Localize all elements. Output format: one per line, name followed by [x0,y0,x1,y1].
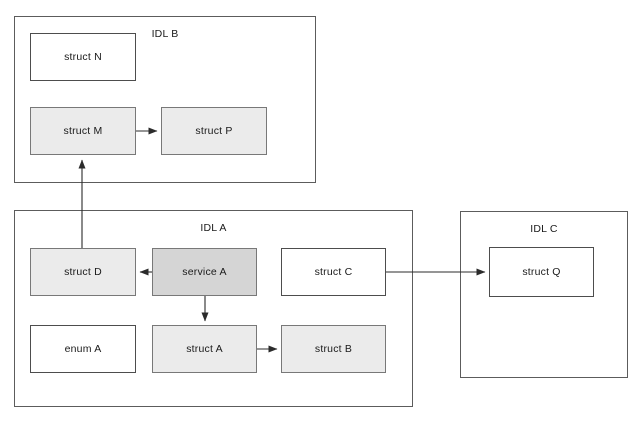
container-idl-b-label: IDL B [151,28,179,40]
container-idl-c[interactable]: IDL C [460,211,628,378]
container-idl-a-label: IDL A [200,222,227,234]
node-service-a[interactable]: service A [152,248,257,296]
node-struct-b[interactable]: struct B [281,325,386,373]
node-struct-q-label: struct Q [522,266,561,278]
node-enum-a-label: enum A [64,343,102,355]
container-idl-c-label: IDL C [530,223,558,235]
node-struct-n[interactable]: struct N [30,33,136,81]
node-struct-c-label: struct C [314,266,353,278]
node-struct-p[interactable]: struct P [161,107,267,155]
node-enum-a[interactable]: enum A [30,325,136,373]
node-service-a-label: service A [182,266,227,278]
node-struct-n-label: struct N [64,51,102,63]
node-struct-d-label: struct D [64,266,102,278]
node-struct-a-label: struct A [186,343,223,355]
node-struct-p-label: struct P [195,125,233,137]
node-struct-d[interactable]: struct D [30,248,136,296]
node-struct-c[interactable]: struct C [281,248,386,296]
container-idl-a[interactable]: IDL A [14,210,413,407]
node-struct-q[interactable]: struct Q [489,247,594,297]
node-struct-m[interactable]: struct M [30,107,136,155]
node-struct-m-label: struct M [63,125,103,137]
node-struct-a[interactable]: struct A [152,325,257,373]
container-idl-b[interactable]: IDL B [14,16,316,183]
node-struct-b-label: struct B [314,343,353,355]
